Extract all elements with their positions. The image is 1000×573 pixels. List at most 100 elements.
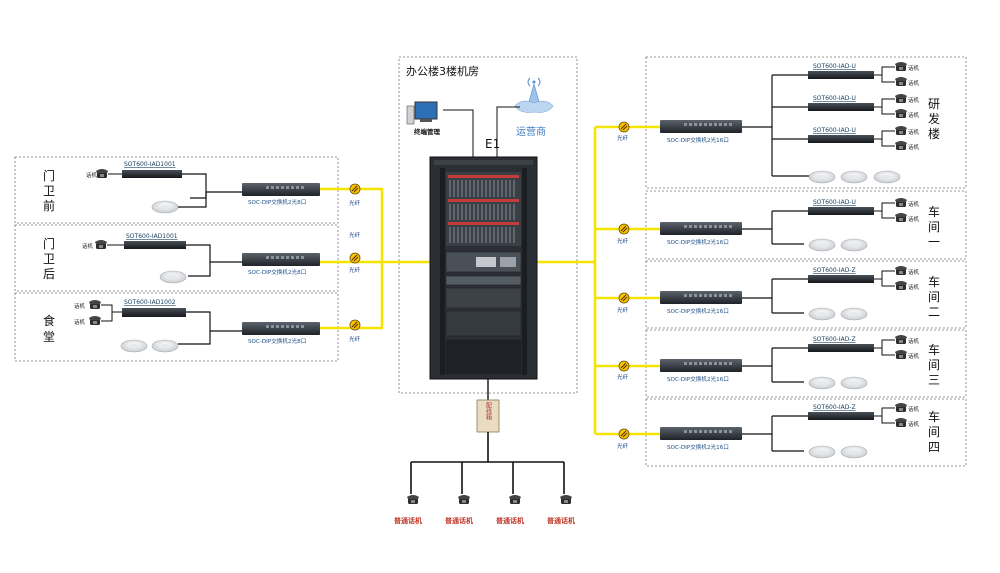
- phone-label: 话机: [908, 96, 920, 104]
- iad-model-label: SOT600-IAD-U: [813, 199, 856, 206]
- area-name-char: 发: [928, 111, 940, 126]
- area-name-char: 车: [928, 409, 940, 424]
- rack-card-frame: [446, 172, 521, 246]
- iad-model-label: SOT600-IAD-Z: [813, 404, 856, 411]
- fiber-icon: [349, 319, 361, 331]
- iad-model-label: SOT600-IAD-U: [813, 95, 856, 102]
- iad-device: [122, 308, 186, 317]
- switch-device: [660, 291, 742, 304]
- left-area-gate-back: 门 卫 后 话机 SOT600-IAD1001 SOC-DIP交换机2光8口: [43, 233, 320, 284]
- ap-icon: [840, 445, 868, 459]
- phone-icon: [96, 169, 108, 178]
- fiber-label: 光纤: [617, 306, 629, 314]
- switch-label: SOC-DIP交换机2光16口: [667, 443, 729, 451]
- operator: 运营商 E1: [485, 77, 554, 157]
- ap-icon: [151, 339, 179, 353]
- right-area-rd-building: SOC-DIP交换机2光16口 SOT600-IAD-U SOT600-IAD-…: [660, 62, 940, 184]
- area-name-char: 间: [928, 425, 940, 439]
- ap-icon: [808, 307, 836, 321]
- switch-ports: [684, 294, 732, 297]
- phone-icon: [895, 109, 907, 118]
- ap-icon: [808, 238, 836, 252]
- ap-icon: [808, 170, 836, 184]
- area-name-char: 二: [928, 305, 940, 319]
- phone-label: 话机: [908, 268, 920, 276]
- phone-icon: [458, 495, 470, 504]
- area-name-char: 门: [43, 168, 55, 183]
- ap-icon: [151, 200, 179, 214]
- switch-label: SOC-DIP交换机2光16口: [667, 136, 729, 144]
- area-name-char: 一: [928, 235, 940, 249]
- rack-unit: [445, 310, 522, 337]
- fiber-label: 光纤: [349, 199, 361, 207]
- phone-label: 话机: [74, 318, 86, 326]
- phone-icon: [895, 350, 907, 359]
- fiber-icon: [349, 183, 361, 195]
- ap-icon: [120, 339, 148, 353]
- area-name-char: 间: [928, 358, 940, 372]
- iad-model-label: SOT600-IAD-U: [813, 63, 856, 70]
- machine-room-box: [398, 56, 578, 394]
- area-name-char: 车: [928, 274, 940, 289]
- fiber-labels: 光纤 光纤 光纤 光纤 光纤 光纤 光纤 光纤 光纤: [349, 134, 629, 450]
- phone-icon: [895, 418, 907, 427]
- iad-model-label: SOT600-IAD1002: [124, 299, 176, 306]
- ap-icon: [808, 445, 836, 459]
- switch-device: [660, 222, 742, 235]
- phone-icon: [560, 495, 572, 504]
- ap-icon: [840, 238, 868, 252]
- phone-icon: [895, 77, 907, 86]
- phone-label: 话机: [908, 143, 920, 151]
- ap-icon: [873, 170, 901, 184]
- iad-model-label: SOT600-IAD1001: [124, 161, 176, 168]
- phone-icon: [895, 335, 907, 344]
- iad-model-label: SOT600-IAD1001: [126, 233, 178, 240]
- phone-label: 话机: [908, 111, 920, 119]
- right-area-workshop-1: SOC-DIP交换机2光16口 SOT600-IAD-U 话机 话机 车 间 一: [660, 198, 940, 252]
- iad-model-label: SOT600-IAD-U: [813, 127, 856, 134]
- switch-ports: [684, 362, 732, 365]
- right-area-workshop-4: SOC-DIP交换机2光16口 SOT600-IAD-Z 话机 话机 车 间 四: [660, 403, 940, 459]
- switch-label: SOC-DIP交换机2光8口: [248, 198, 306, 206]
- ap-icon: [840, 307, 868, 321]
- switch-label: SOC-DIP交换机2光8口: [248, 268, 306, 276]
- server-rack: [429, 156, 538, 380]
- phone-icon: [895, 403, 907, 412]
- area-name-char: 后: [43, 267, 55, 281]
- switch-label: SOC-DIP交换机2光8口: [248, 337, 306, 345]
- fiber-label: 光纤: [617, 237, 629, 245]
- phone-label: 话机: [908, 352, 920, 360]
- area-name-char: 食: [43, 313, 55, 328]
- ordinary-phone-label: 普通话机: [496, 516, 524, 525]
- antenna-icon: [514, 77, 554, 113]
- area-name-char: 三: [928, 373, 940, 387]
- phone-label: 话机: [908, 337, 920, 345]
- phone-label: 话机: [908, 128, 920, 136]
- terminal-label: 终端管理: [414, 127, 441, 136]
- rack-unit: [445, 275, 522, 286]
- phone-icon: [89, 300, 101, 309]
- switch-ports: [266, 325, 304, 328]
- switch-device: [660, 359, 742, 372]
- left-area-gate-front: 门 卫 前 话机 SOT600-IAD1001 SOC-DIP交换机2光8口: [43, 161, 320, 214]
- phone-label: 话机: [908, 283, 920, 291]
- iad-model-label: SOT600-IAD-Z: [813, 336, 856, 343]
- iad-device: [122, 170, 182, 178]
- switch-ports: [684, 430, 732, 433]
- area-name-char: 前: [43, 198, 55, 213]
- ordinary-phone-label: 普通话机: [445, 516, 473, 525]
- phone-icon: [895, 281, 907, 290]
- area-box-gate-back: [14, 224, 339, 292]
- area-name-char: 研: [928, 97, 940, 111]
- ap-icon: [840, 170, 868, 184]
- switch-ports: [266, 186, 304, 189]
- phone-label: 话机: [86, 171, 98, 179]
- iad-device: [808, 344, 874, 352]
- ordinary-phone-label: 普通话机: [394, 516, 422, 525]
- iad-device: [124, 241, 186, 249]
- iad-model-label: SOT600-IAD-Z: [813, 267, 856, 274]
- phone-label: 话机: [908, 420, 920, 428]
- area-name-char: 四: [928, 440, 940, 454]
- phone-label: 话机: [908, 200, 920, 208]
